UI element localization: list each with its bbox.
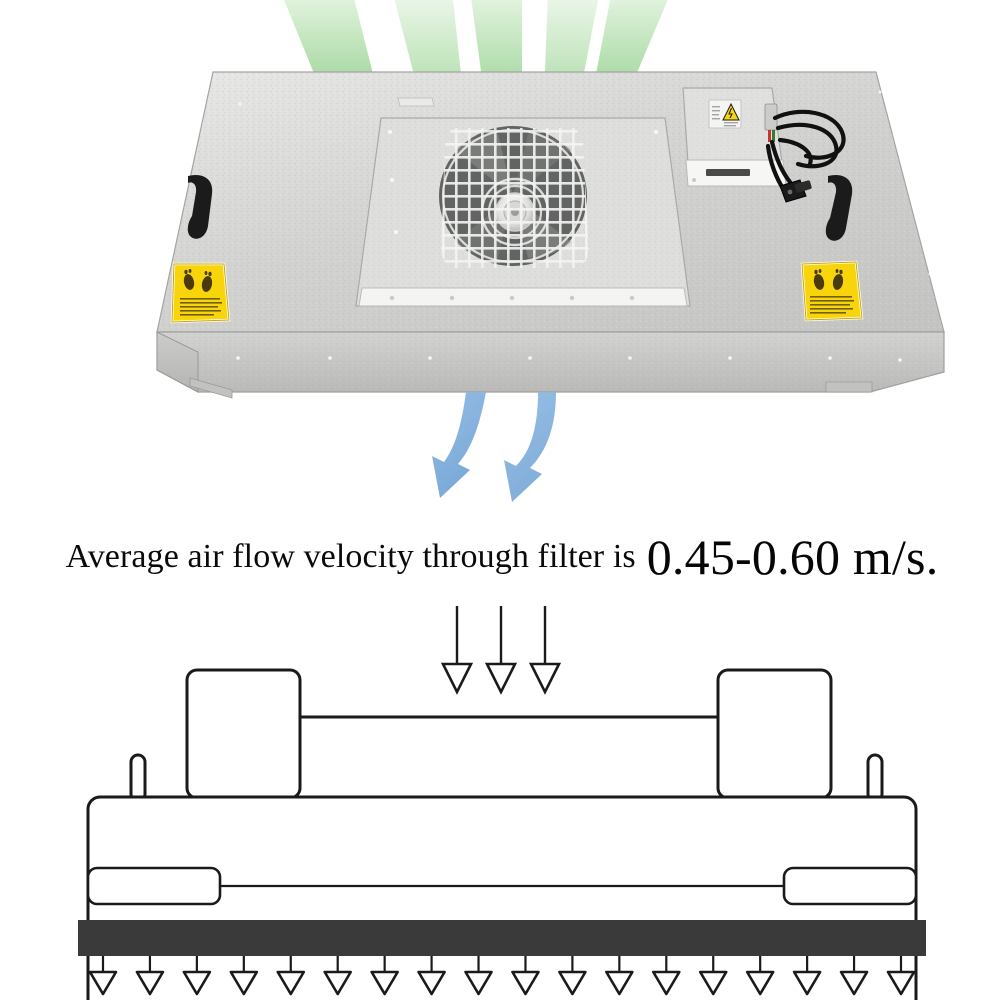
outlet-arrow <box>88 956 118 996</box>
warning-label-right <box>800 260 864 322</box>
outlet-arrow <box>323 956 353 996</box>
handle-slot-right <box>782 866 918 906</box>
housing-top-tab <box>397 97 435 107</box>
handle-right <box>825 174 853 241</box>
rivet-row-top <box>190 86 932 276</box>
high-voltage-triangle-icon <box>722 102 740 121</box>
fan-ring <box>441 128 585 264</box>
intake-arrow <box>528 606 562 695</box>
warning-label-text-lines <box>180 298 222 316</box>
intake-arrow-group <box>440 606 562 695</box>
outlet-arrow <box>745 956 775 996</box>
outlet-arrow <box>276 956 306 996</box>
warning-label-text-lines <box>810 296 854 314</box>
outlet-arrow <box>464 956 493 996</box>
fan-plate-rail-screws <box>389 295 635 301</box>
footprints-icon <box>813 269 844 290</box>
footprints-icon <box>183 269 213 292</box>
fan-plate-screws <box>388 130 658 234</box>
fan-assembly <box>439 126 589 268</box>
fan-plate-rail <box>358 287 688 307</box>
nameplate-text-lines <box>712 106 738 127</box>
outlet-arrow <box>182 956 212 996</box>
outlet-arrow <box>839 956 869 996</box>
product-photo <box>156 0 945 502</box>
housing-foot-right <box>825 381 873 393</box>
motor-box-left <box>185 668 302 800</box>
control-box-texture <box>683 88 784 178</box>
cross-section-diagram <box>0 590 1004 1000</box>
terminal-wires <box>768 130 775 142</box>
outlet-arrow <box>558 956 587 996</box>
intake-arrow <box>440 606 474 695</box>
caption-value-text: 0.45-0.60 m/s. <box>646 529 939 585</box>
housing-front-texture <box>157 332 944 392</box>
outlet-arrow <box>605 956 634 996</box>
outlet-arrow <box>135 956 165 996</box>
outlet-arrow <box>417 956 446 996</box>
outlet-arrow <box>511 956 540 996</box>
housing-foot-left <box>189 377 233 399</box>
caption-line: Average air flow velocity through filter… <box>0 524 1004 590</box>
outlet-arrow-group <box>88 956 916 996</box>
blue-discharge-arrows <box>432 392 556 502</box>
power-plug <box>779 179 812 203</box>
outlet-arrow <box>229 956 259 996</box>
rivet-row <box>236 356 902 362</box>
outlet-arrow <box>698 956 728 996</box>
caption-lead-text: Average air flow velocity through filter… <box>65 538 636 575</box>
blue-arrow-2 <box>504 392 556 502</box>
handle-slot-left <box>86 866 222 906</box>
outlet-arrow <box>886 956 916 996</box>
motor-box-right <box>716 668 833 800</box>
blue-arrow-1 <box>432 392 486 498</box>
mounting-pin-left <box>129 753 147 803</box>
mounting-pin-right <box>866 753 884 803</box>
control-box-slot <box>706 169 750 176</box>
outlet-arrow <box>792 956 822 996</box>
handle-left <box>187 174 213 239</box>
hepa-filter-bar <box>78 920 926 956</box>
outlet-arrow <box>370 956 399 996</box>
housing-left-face <box>156 331 199 393</box>
warning-label-left <box>170 262 231 324</box>
intake-arrow <box>484 606 518 695</box>
control-box <box>682 87 787 187</box>
outlet-arrow <box>651 956 681 996</box>
